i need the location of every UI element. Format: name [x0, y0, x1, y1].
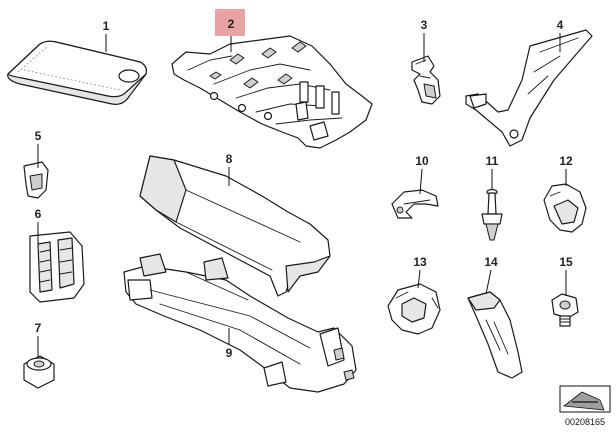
- part-11-rivet: [481, 188, 503, 241]
- callout-5[interactable]: 5: [35, 129, 42, 143]
- part-10-clip: [391, 189, 439, 219]
- callout-11[interactable]: 11: [486, 154, 499, 168]
- part-2-carrier: [171, 35, 373, 149]
- callout-8[interactable]: 8: [226, 152, 233, 166]
- reference-badge: 00208165: [559, 385, 611, 427]
- callout-numbers: 1 2 3 4 5 6 7 8 9 10 11 12 13 14 15: [35, 17, 573, 360]
- part-13-clip: [387, 283, 441, 335]
- callout-6[interactable]: 6: [35, 207, 42, 221]
- callout-3[interactable]: 3: [421, 18, 428, 32]
- callout-10[interactable]: 10: [415, 154, 429, 168]
- callout-9[interactable]: 9: [226, 346, 233, 360]
- leader-lines: [37, 33, 567, 358]
- callout-4[interactable]: 4: [557, 18, 564, 32]
- part-6-holder: [29, 231, 85, 303]
- part-3-clip: [411, 55, 441, 105]
- callout-12[interactable]: 12: [559, 154, 573, 168]
- callout-14[interactable]: 14: [484, 255, 498, 269]
- diagram-ref-number: 00208165: [565, 417, 605, 427]
- callout-15[interactable]: 15: [559, 255, 573, 269]
- part-14-bracket: [467, 291, 523, 379]
- reference-arrow-icon: [562, 391, 605, 411]
- callout-2[interactable]: 2: [228, 17, 235, 31]
- callout-7[interactable]: 7: [35, 321, 42, 335]
- part-9-duct: [123, 253, 357, 393]
- part-15-nut: [551, 293, 579, 327]
- part-7-grommet: [23, 355, 55, 389]
- callout-13[interactable]: 13: [413, 255, 427, 269]
- callout-1[interactable]: 1: [103, 19, 110, 33]
- part-8-cover: [139, 155, 331, 297]
- part-1-pad: [7, 40, 147, 105]
- callout-2-highlight: [215, 9, 245, 36]
- part-4-bracket: [465, 29, 593, 147]
- part-12-clamp: [543, 183, 587, 233]
- part-5-clip: [23, 161, 49, 199]
